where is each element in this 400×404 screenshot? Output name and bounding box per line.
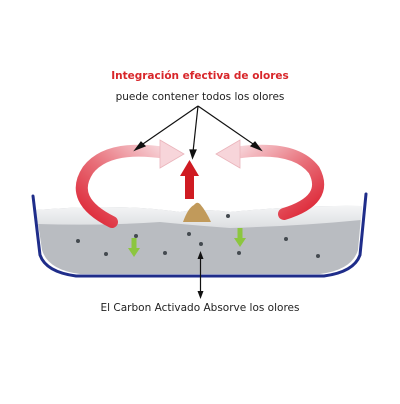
pointer-arrows bbox=[133, 105, 263, 160]
green-down-arrow-icon bbox=[128, 238, 140, 257]
particle bbox=[199, 242, 203, 246]
particle bbox=[163, 251, 167, 255]
curved-arrow-right-icon bbox=[215, 139, 325, 220]
arrowhead-icon bbox=[133, 141, 147, 152]
carbon-particles bbox=[76, 214, 320, 258]
diagram-subtitle: puede contener todos los olores bbox=[115, 91, 285, 103]
diagram-title: Integración efectiva de olores bbox=[111, 70, 289, 82]
green-down-arrow-icon bbox=[234, 228, 246, 247]
arrowhead-icon bbox=[249, 141, 263, 152]
odor-pile bbox=[183, 202, 211, 222]
pointer-line-center bbox=[192, 105, 199, 153]
pointer-line-right bbox=[197, 105, 257, 147]
particle bbox=[134, 234, 138, 238]
pointer-line-left bbox=[139, 105, 199, 147]
particle bbox=[284, 237, 288, 241]
particle bbox=[187, 232, 191, 236]
particle bbox=[226, 214, 230, 218]
diagram-caption: El Carbon Activado Absorve los olores bbox=[100, 302, 300, 314]
red-up-arrow-icon bbox=[180, 160, 199, 199]
arrowhead-icon bbox=[189, 149, 197, 160]
particle bbox=[316, 254, 320, 258]
curved-arrow-left-icon bbox=[75, 139, 185, 228]
particle bbox=[237, 251, 241, 255]
particle bbox=[76, 239, 80, 243]
double-arrow-icon bbox=[197, 251, 204, 299]
particle bbox=[104, 252, 108, 256]
